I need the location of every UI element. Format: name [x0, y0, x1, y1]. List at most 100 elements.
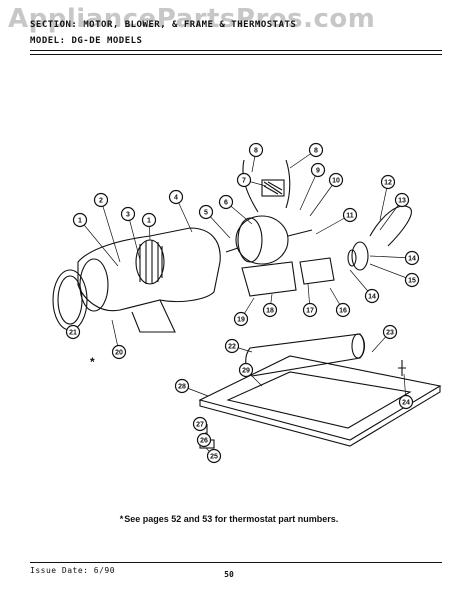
- pulley: [351, 241, 369, 271]
- motor-body: [235, 215, 289, 265]
- callout-6: [218, 194, 234, 210]
- seal-ring-inner: [57, 275, 83, 325]
- model-line: MODEL: DG-DE MODELS: [30, 36, 142, 46]
- callout-label-6: 6: [224, 200, 228, 207]
- callout-2: [93, 192, 109, 208]
- callout-3: [120, 206, 136, 222]
- thermostat-hatch: [263, 181, 283, 195]
- footnote: *See pages 52 and 53 for thermostat part…: [0, 514, 458, 524]
- asterisk-marker: *: [90, 355, 95, 369]
- callout-20: [111, 344, 127, 360]
- callout-8a: [248, 142, 264, 158]
- callout-23: [382, 324, 398, 340]
- callout-label-27: 27: [196, 422, 204, 429]
- blower-housing: [77, 227, 221, 312]
- callout-label-29: 29: [242, 368, 250, 375]
- callout-label-23: 23: [386, 330, 394, 337]
- callout-label-8a: 8: [254, 148, 258, 155]
- callout-label-13: 13: [398, 198, 406, 205]
- callout-5: [198, 204, 214, 220]
- callout-11: [342, 207, 358, 223]
- callout-22: [224, 338, 240, 354]
- callout-29: [238, 362, 254, 378]
- callout-27: [192, 416, 208, 432]
- base-frame-edge: [199, 386, 441, 447]
- drive-belt: [369, 205, 412, 247]
- callout-label-1b: 1: [147, 218, 151, 225]
- base-frame-panel: [226, 371, 412, 429]
- callout-label-20: 20: [115, 350, 123, 357]
- callout-1b: [141, 212, 157, 228]
- ignitor-symbol: [398, 360, 406, 376]
- callout-label-18: 18: [266, 308, 274, 315]
- motor-mount: [241, 261, 297, 297]
- callout-label-9: 9: [316, 168, 320, 175]
- callout-label-8b: 8: [314, 148, 318, 155]
- callout-label-2: 2: [99, 198, 103, 205]
- callout-label-25: 25: [210, 454, 218, 461]
- thermostat: [261, 179, 285, 197]
- callout-14a: [404, 250, 420, 266]
- heater-cylinder: [245, 333, 366, 377]
- callout-15: [404, 272, 420, 288]
- callout-label-26: 26: [200, 438, 208, 445]
- issue-date: Issue Date: 6/90: [30, 566, 116, 575]
- callout-label-1a: 1: [78, 218, 82, 225]
- callout-label-21: 21: [69, 330, 77, 337]
- callout-label-24: 24: [402, 400, 410, 407]
- callout-10: [328, 172, 344, 188]
- page-number: 50: [224, 570, 234, 579]
- callout-label-12: 12: [384, 180, 392, 187]
- callout-label-16: 16: [339, 308, 347, 315]
- housing-opening: [79, 258, 109, 312]
- callout-24: [398, 394, 414, 410]
- callout-16: [335, 302, 351, 318]
- callout-label-5: 5: [204, 210, 208, 217]
- callout-label-14a: 14: [408, 256, 416, 263]
- callout-label-22: 22: [228, 344, 236, 351]
- header-rule-top: [30, 50, 442, 51]
- callout-8b: [308, 142, 324, 158]
- footer-rule: [30, 562, 442, 563]
- callout-7: [236, 172, 252, 188]
- motor-end: [237, 217, 263, 263]
- callout-17: [302, 302, 318, 318]
- blower-wheel-vanes: [139, 240, 163, 284]
- callout-label-10: 10: [332, 178, 340, 185]
- pulley-hub: [347, 249, 357, 267]
- callout-14b: [364, 288, 380, 304]
- callout-label-3: 3: [126, 212, 130, 219]
- callout-label-4: 4: [174, 195, 178, 202]
- watermark-text: AppliancePartsPros.com: [8, 4, 376, 34]
- heater-end: [351, 333, 365, 359]
- model-label: MODEL:: [30, 36, 66, 46]
- callout-1a: [72, 212, 88, 228]
- blower-outlet: [131, 299, 176, 333]
- callout-label-14b: 14: [368, 294, 376, 301]
- callout-label-15: 15: [408, 278, 416, 285]
- motor-shaft: [225, 229, 313, 253]
- callout-18: [262, 302, 278, 318]
- callout-label-17: 17: [306, 308, 314, 315]
- callout-25: [206, 448, 222, 464]
- callout-label-11: 11: [346, 213, 354, 220]
- footnote-text: See pages 52 and 53 for thermostat part …: [124, 514, 339, 524]
- callout-19: [233, 311, 249, 327]
- footnote-marker: *: [119, 514, 124, 524]
- callout-13: [394, 192, 410, 208]
- callout-28: [174, 378, 190, 394]
- callout-12: [380, 174, 396, 190]
- callout-label-19: 19: [237, 317, 245, 324]
- exploded-parts-diagram: 1 2 3 1 4 5 6 7 8 8 9 10 11 12 13 14 15 …: [52, 142, 442, 464]
- wire-harness: [242, 159, 291, 213]
- motor-bracket: [299, 257, 335, 285]
- model-value: DG-DE MODELS: [71, 36, 143, 46]
- callout-4: [168, 189, 184, 205]
- callout-label-28: 28: [178, 384, 186, 391]
- callout-label-7: 7: [242, 178, 246, 185]
- header-rule-bottom: [30, 54, 442, 55]
- callout-26: [196, 432, 212, 448]
- section-title: SECTION: MOTOR, BLOWER, & FRAME & THERMO…: [30, 20, 297, 30]
- callout-21: [65, 324, 81, 340]
